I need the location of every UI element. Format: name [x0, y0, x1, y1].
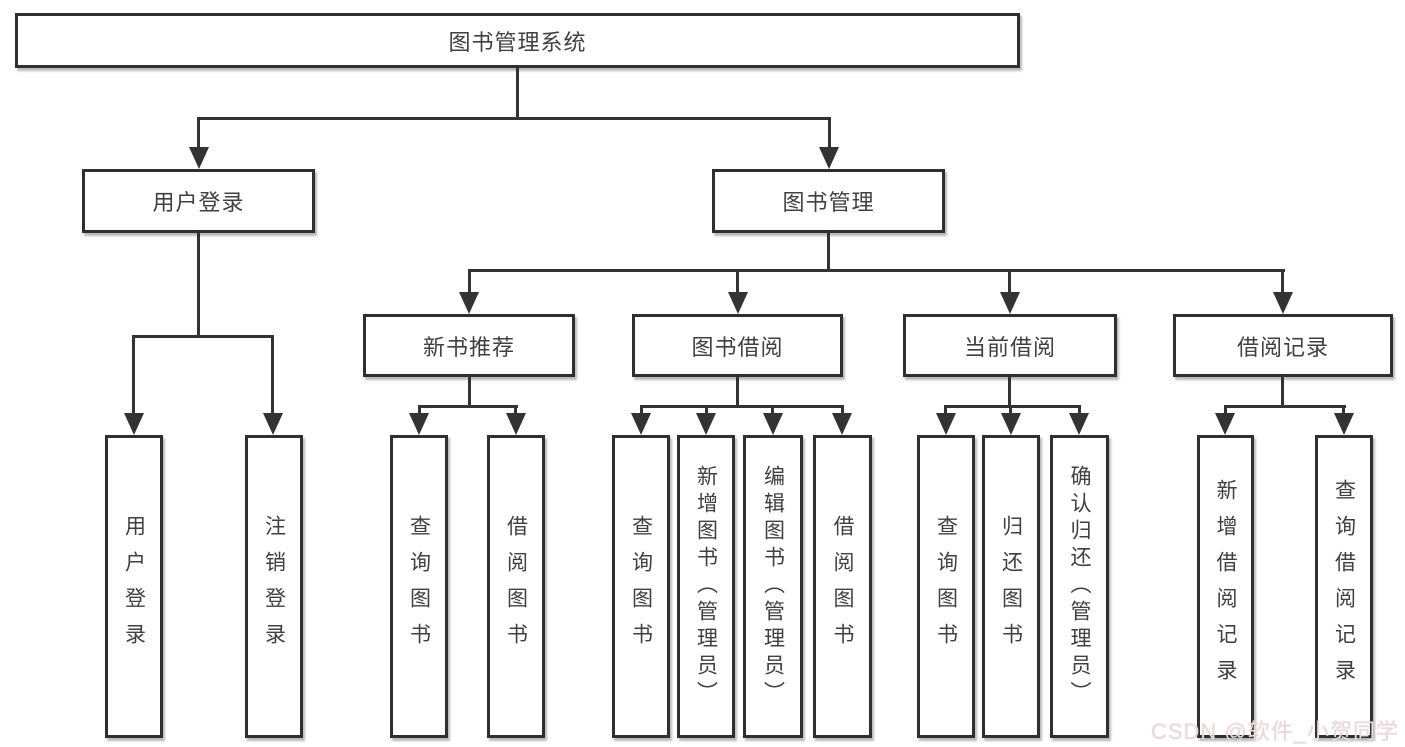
node-label: 注销登录: [262, 514, 286, 659]
connector-line: [705, 405, 708, 416]
leaf-nbr-query-books: 查询图书: [390, 435, 448, 738]
connector-line: [132, 335, 274, 338]
node-user-login: 用户登录: [82, 169, 315, 233]
connector-line: [827, 231, 830, 272]
node-label: 图书管理: [782, 190, 875, 215]
connector-line: [468, 269, 1285, 272]
arrow-down-icon: [1069, 413, 1089, 435]
node-label: 查询图书: [407, 514, 431, 659]
arrow-down-icon: [409, 413, 429, 435]
node-label: 查询图书: [934, 514, 958, 659]
connector-line: [1008, 375, 1011, 408]
arrow-down-icon: [819, 147, 839, 169]
node-label: 当前借阅: [963, 334, 1056, 360]
node-label: 借阅图书: [831, 514, 854, 659]
arrow-down-icon: [1001, 413, 1021, 435]
connector-line: [1009, 405, 1012, 416]
leaf-cb-query-books: 查询图书: [917, 435, 975, 738]
arrow-down-icon: [1215, 413, 1235, 435]
connector-line: [1342, 405, 1345, 416]
node-label: 新增借阅记录: [1214, 478, 1237, 695]
leaf-cb-confirm-return-admin: 确认归还（管理员）: [1050, 435, 1109, 738]
node-label: 查询借阅记录: [1332, 478, 1356, 695]
csdn-watermark: CSDN @软件_小贺同学: [1150, 719, 1399, 744]
node-label: 归还图书: [999, 514, 1023, 659]
connector-line: [841, 405, 844, 416]
node-label: 新书推荐: [422, 334, 515, 360]
leaf-user-login: 用户登录: [105, 435, 163, 738]
arrow-down-icon: [936, 413, 956, 435]
node-label: 新增图书（管理员）: [694, 465, 718, 708]
connector-line: [1224, 405, 1227, 416]
connector-line: [514, 405, 517, 416]
leaf-logout-login: 注销登录: [245, 435, 303, 738]
node-library-system: 图书管理系统: [15, 13, 1020, 68]
arrow-down-icon: [832, 413, 852, 435]
leaf-bb-borrow-books: 借阅图书: [813, 435, 872, 738]
connector-line: [945, 405, 1081, 408]
arrow-down-icon: [459, 292, 479, 314]
connector-line: [1281, 269, 1284, 295]
connector-line: [197, 231, 200, 338]
arrow-down-icon: [763, 413, 783, 435]
connector-line: [1224, 405, 1346, 408]
arrow-down-icon: [1334, 413, 1354, 435]
connector-line: [271, 335, 274, 415]
connector-line: [771, 405, 774, 416]
connector-line: [640, 405, 643, 416]
connector-line: [736, 269, 739, 295]
arrow-down-icon: [631, 413, 651, 435]
node-label: 借阅记录: [1236, 334, 1329, 360]
arrow-down-icon: [728, 292, 748, 314]
connector-line: [197, 117, 831, 120]
connector-line: [640, 405, 844, 408]
leaf-br-query-record: 查询借阅记录: [1315, 435, 1373, 738]
arrow-down-icon: [1000, 292, 1020, 314]
arrow-down-icon: [506, 413, 526, 435]
arrow-down-icon: [189, 147, 209, 169]
leaf-cb-return-books: 归还图书: [982, 435, 1040, 738]
connector-line: [736, 375, 739, 408]
node-book-management: 图书管理: [712, 169, 945, 233]
arrow-down-icon: [696, 413, 716, 435]
connector-line: [418, 405, 518, 408]
connector-line: [944, 405, 947, 416]
node-label: 用户登录: [122, 514, 146, 659]
node-book-borrowing: 图书借阅: [632, 314, 843, 377]
leaf-br-add-record: 新增借阅记录: [1197, 435, 1254, 738]
node-label: 确认归还（管理员）: [1068, 465, 1091, 708]
arrow-down-icon: [263, 413, 283, 435]
leaf-nbr-borrow-books: 借阅图书: [487, 435, 545, 738]
connector-line: [197, 117, 200, 150]
node-new-book-recommend: 新书推荐: [363, 314, 575, 377]
node-current-borrowing: 当前借阅: [903, 314, 1117, 377]
node-label: 借阅图书: [504, 514, 528, 659]
connector-line: [516, 66, 519, 120]
connector-line: [132, 335, 135, 415]
connector-line: [1281, 375, 1284, 408]
node-label: 图书管理系统: [448, 29, 587, 55]
connector-line: [418, 405, 421, 416]
node-borrowing-records: 借阅记录: [1173, 314, 1393, 377]
node-label: 用户登录: [152, 190, 245, 215]
node-label: 查询图书: [629, 514, 653, 659]
node-label: 编辑图书（管理员）: [761, 465, 785, 708]
leaf-bb-add-books-admin: 新增图书（管理员）: [677, 435, 735, 738]
arrow-down-icon: [124, 413, 144, 435]
connector-line: [1078, 405, 1081, 416]
leaf-bb-query-books: 查询图书: [612, 435, 670, 738]
connector-line: [468, 269, 471, 295]
connector-line: [828, 117, 831, 150]
connector-line: [1008, 269, 1011, 295]
arrow-down-icon: [1273, 292, 1293, 314]
node-label: 图书借阅: [691, 334, 784, 360]
connector-line: [468, 375, 471, 408]
leaf-bb-edit-books-admin: 编辑图书（管理员）: [743, 435, 803, 738]
